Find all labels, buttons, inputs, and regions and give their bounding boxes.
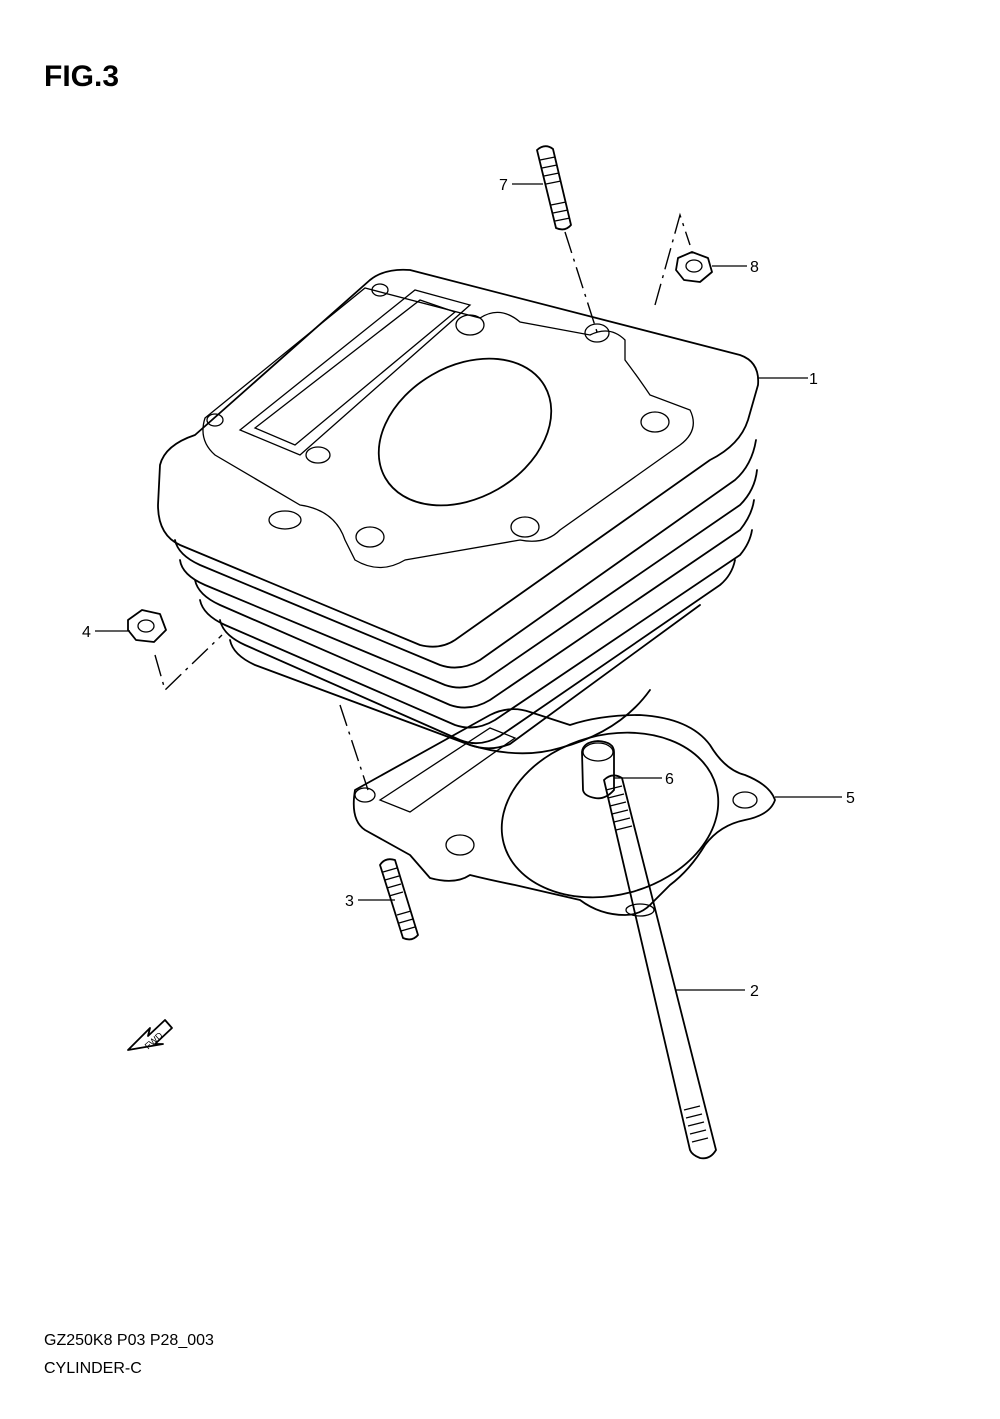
callout-7[interactable]: 7 <box>499 177 508 194</box>
nut-4[interactable] <box>127 609 167 643</box>
stud-bolt-3[interactable] <box>379 858 419 941</box>
callout-3[interactable]: 3 <box>345 893 354 910</box>
assembly-line-3 <box>339 704 369 791</box>
nut-8[interactable] <box>675 251 713 283</box>
cylinder-part[interactable] <box>157 268 760 755</box>
assembly-line-7 <box>564 231 598 333</box>
callout-8[interactable]: 8 <box>750 259 759 276</box>
callout-6[interactable]: 6 <box>665 771 674 788</box>
diagram-code: GZ250K8 P03 P28_003 <box>44 1332 214 1349</box>
fwd-arrow-icon: FWD <box>127 1019 173 1051</box>
stud-bolt-2[interactable] <box>603 774 717 1160</box>
callout-2[interactable]: 2 <box>750 983 759 1000</box>
dowel-pin-6[interactable] <box>581 740 615 800</box>
assembly-line-8 <box>654 212 691 306</box>
cylinder-base-gasket[interactable] <box>352 708 776 921</box>
figure-title: FIG.3 <box>44 60 120 93</box>
callout-5[interactable]: 5 <box>846 790 855 807</box>
diagram-name: CYLINDER-C <box>44 1360 142 1377</box>
callout-1[interactable]: 1 <box>809 371 818 388</box>
stud-bolt-7[interactable] <box>536 145 572 231</box>
callout-4[interactable]: 4 <box>82 624 91 641</box>
assembly-line-4 <box>154 634 223 692</box>
